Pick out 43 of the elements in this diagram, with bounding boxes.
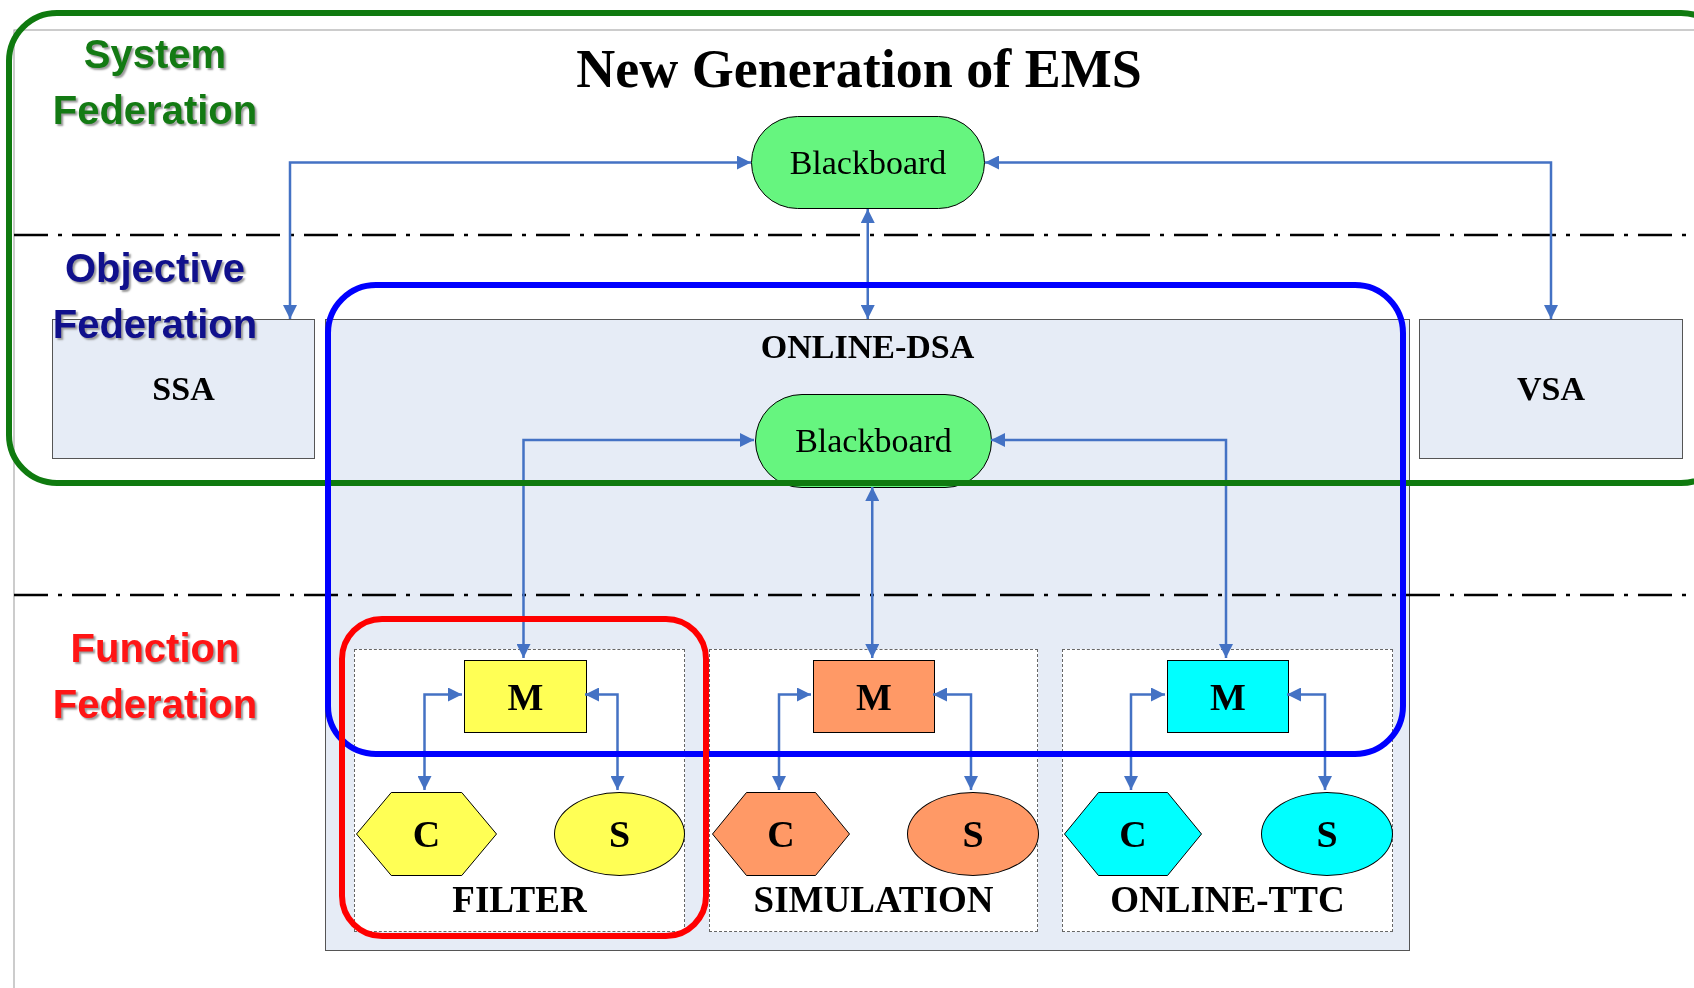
node-label: SSA <box>152 370 215 408</box>
node-label: S <box>1316 812 1338 856</box>
node-label: ONLINE-DSA <box>760 328 975 366</box>
node-label: C <box>767 812 795 856</box>
master-box <box>1167 660 1289 733</box>
node-label: S <box>608 812 631 856</box>
node-label: ONLINE-TTC <box>1110 878 1345 921</box>
arrow <box>516 433 754 658</box>
node-label: Blackboard <box>795 422 952 460</box>
node-label: FILTER <box>452 878 587 921</box>
arrow <box>933 687 978 790</box>
node-label: C <box>412 812 441 856</box>
function-group <box>354 649 685 932</box>
node-label: SIMULATION <box>753 878 994 921</box>
master-box <box>813 660 935 733</box>
node-label: C <box>1119 812 1147 856</box>
function-group <box>709 649 1038 932</box>
layer-label: Function Federation <box>51 625 259 728</box>
node-label: VSA <box>1517 370 1585 408</box>
node-label: S <box>962 812 984 856</box>
arrow <box>1287 687 1332 790</box>
layer-label: System Federation <box>51 31 259 134</box>
node-label: M <box>507 674 544 719</box>
arrow <box>417 687 462 790</box>
function-group <box>1062 649 1393 932</box>
hexagon-shape <box>1064 792 1202 876</box>
arrow <box>985 155 1558 319</box>
arrow <box>585 687 625 790</box>
arrow <box>283 155 751 319</box>
arrow <box>772 687 811 790</box>
module-panel <box>1419 319 1683 459</box>
arrow <box>1124 687 1165 790</box>
arrow <box>865 487 880 658</box>
hexagon-shape <box>712 792 850 876</box>
arrow <box>991 433 1233 658</box>
module-panel <box>325 319 1410 951</box>
arrow <box>860 209 875 319</box>
node-label: M <box>856 674 892 719</box>
hexagon-shape <box>356 792 497 876</box>
node-label: M <box>1210 674 1246 719</box>
master-box <box>464 660 587 733</box>
node-label: Blackboard <box>789 143 947 182</box>
diagram-title: New Generation of EMS <box>575 38 1143 101</box>
